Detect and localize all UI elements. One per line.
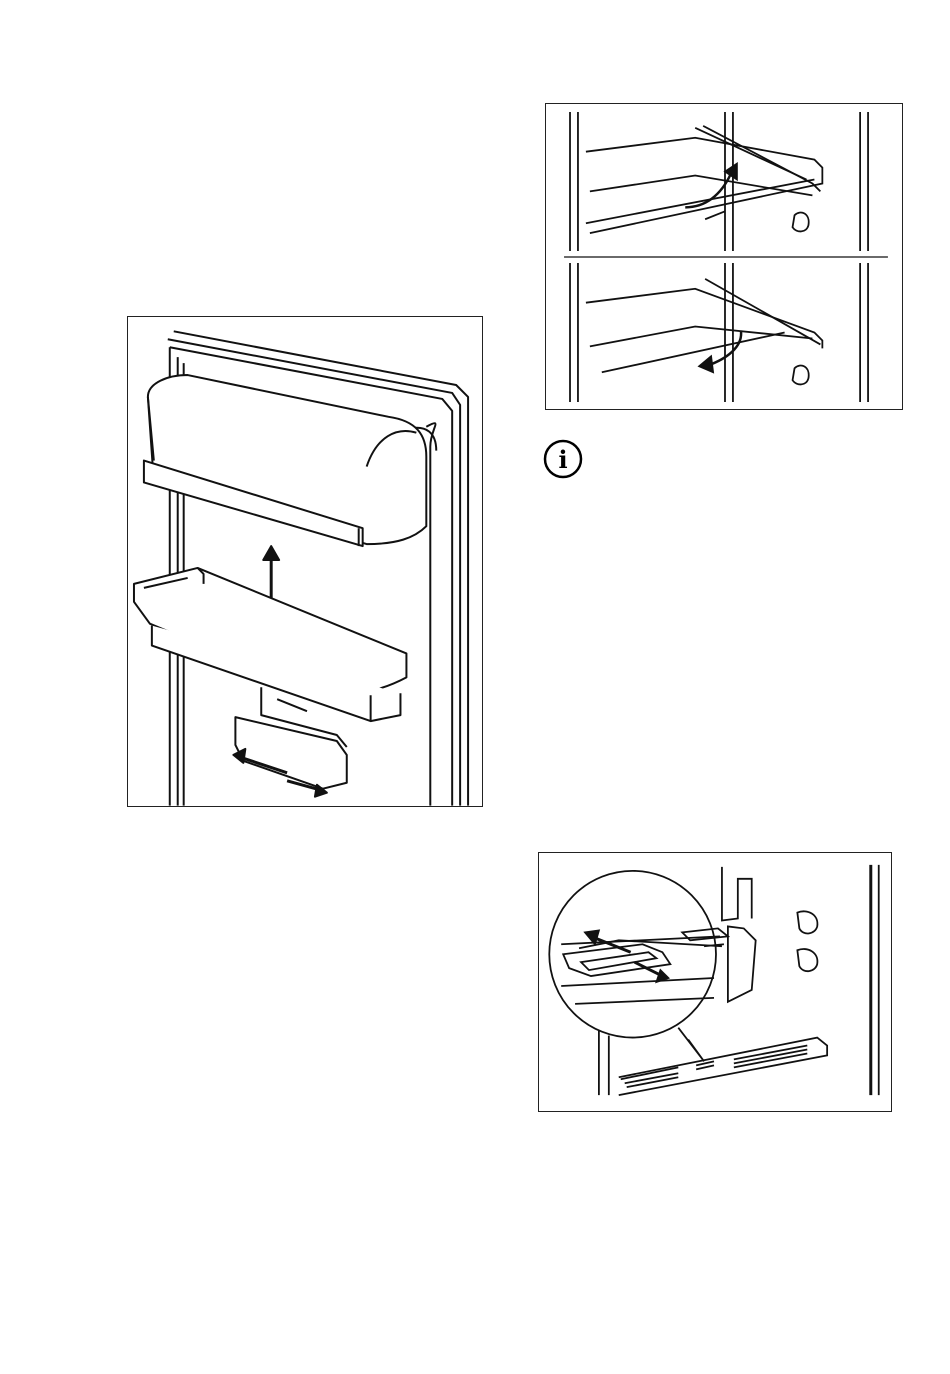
info-icon: i <box>542 438 584 480</box>
air-vent-drawing <box>539 853 891 1111</box>
air-vent-illustration <box>538 852 892 1112</box>
door-shelf-illustration <box>127 316 483 807</box>
glass-shelf-drawing <box>546 104 902 409</box>
info-glyph: i <box>558 445 567 474</box>
door-shelf-drawing <box>128 317 482 806</box>
glass-shelf-illustration <box>545 103 903 410</box>
